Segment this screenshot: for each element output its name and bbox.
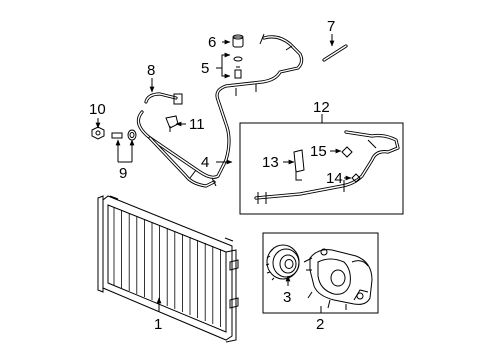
valve-5 [233, 56, 243, 79]
callout-9: 9 [119, 165, 127, 182]
bracket-13 [293, 149, 305, 181]
callout-10: 10 [89, 101, 106, 118]
condenser [97, 195, 239, 343]
cap-6 [232, 34, 244, 48]
callout-6: 6 [208, 34, 216, 51]
callout-14: 14 [326, 170, 343, 187]
callout-15: 15 [310, 143, 327, 160]
o-ring-15 [341, 146, 353, 158]
line-12 [254, 130, 400, 204]
compressor [303, 248, 373, 310]
callout-3: 3 [283, 289, 291, 306]
leader-lines [95, 34, 352, 313]
compressor-clutch [265, 244, 300, 281]
callout-12: 12 [313, 99, 330, 116]
callout-7: 7 [327, 18, 335, 35]
callout-5: 5 [201, 60, 209, 77]
o-ring-14 [351, 173, 361, 183]
fitting-10 [91, 126, 105, 140]
callout-8: 8 [147, 62, 155, 79]
hose-assembly [136, 33, 304, 188]
callout-1: 1 [154, 316, 162, 333]
callout-11: 11 [189, 116, 205, 133]
seals-9 [111, 129, 137, 141]
callout-2: 2 [316, 316, 324, 333]
line-8 [144, 92, 183, 105]
callout-4: 4 [201, 154, 209, 171]
callout-labels: 1 2 3 4 5 6 7 8 9 10 11 12 13 14 15 [89, 18, 343, 333]
callout-13: 13 [262, 154, 279, 171]
